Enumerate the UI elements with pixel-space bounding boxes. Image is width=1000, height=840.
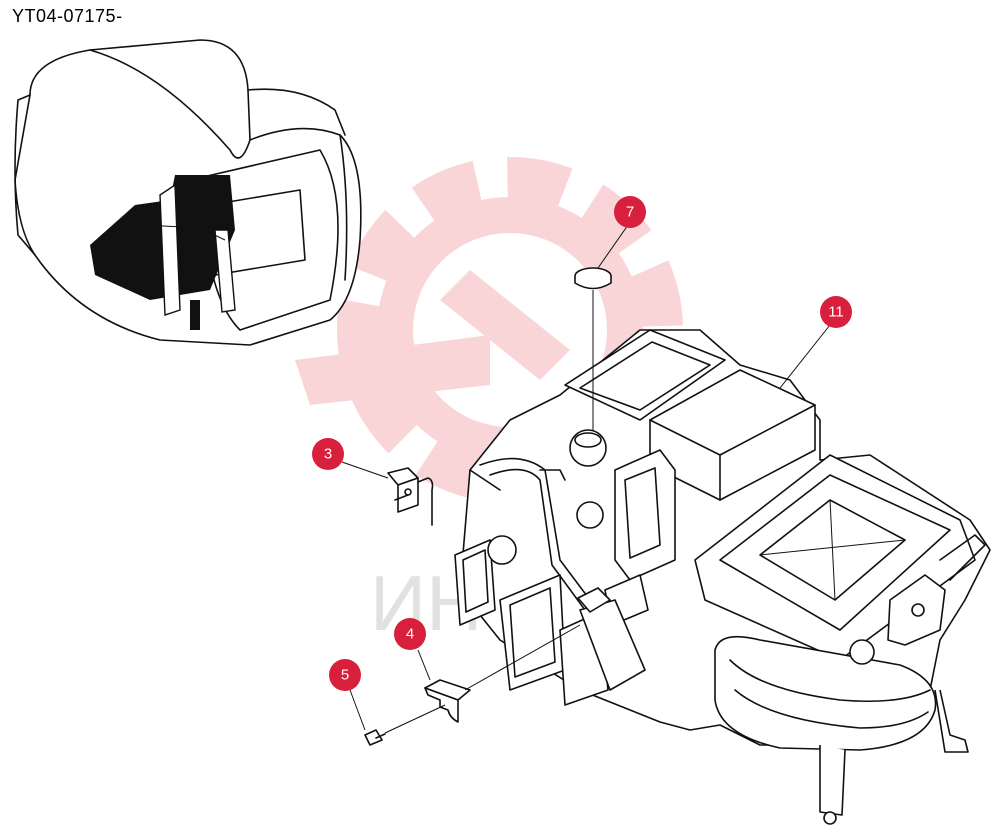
callout-11: 11 xyxy=(820,296,852,328)
clamp-plate-part xyxy=(417,624,581,723)
callout-5-label: 5 xyxy=(341,667,349,684)
callout-3-label: 3 xyxy=(324,446,332,463)
callout-3: 3 xyxy=(312,438,344,470)
diagram-code: YT04-07175- xyxy=(12,6,123,26)
callout-7: 7 xyxy=(614,196,646,228)
bracket-part xyxy=(341,461,434,526)
bolt-part xyxy=(349,689,446,746)
callout-11-label: 11 xyxy=(828,304,844,321)
plug-cap-part xyxy=(574,224,629,430)
cab-overview-illustration xyxy=(14,39,362,346)
heater-ac-unit-assembly xyxy=(454,329,991,825)
leader-line-11 xyxy=(779,324,831,389)
callout-4: 4 xyxy=(394,618,426,650)
callout-5: 5 xyxy=(329,659,361,691)
callout-7-label: 7 xyxy=(626,204,634,221)
callout-4-label: 4 xyxy=(406,626,414,643)
